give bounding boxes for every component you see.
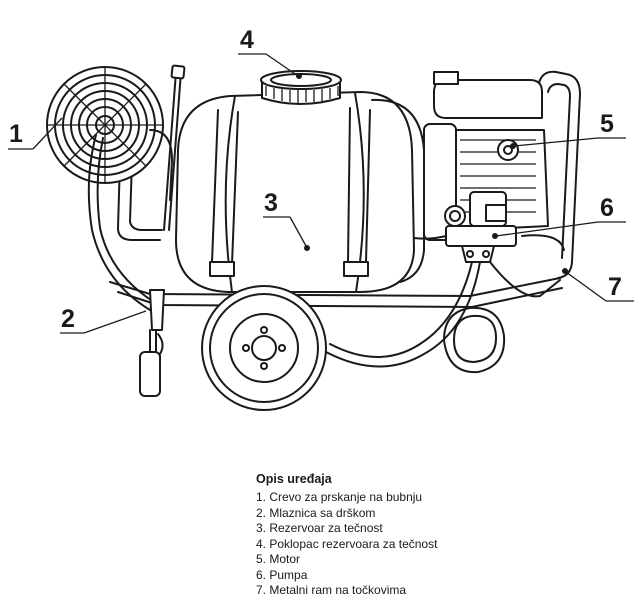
callout-3-number: 3 [264,189,278,217]
callout-7: 7 [562,268,634,302]
liquid-tank [175,91,425,293]
callout-1: 1 [8,117,63,150]
legend-item: 3. Rezervoar za tečnost [256,521,383,535]
legend-item: 2. Mlaznica sa drškom [256,505,376,520]
spray-nozzle [139,64,186,397]
tank-cap [260,70,342,105]
callout-5: 5 [510,110,626,149]
hose-drum [46,66,173,201]
legend-item: 7. Metalni ram na točkovima [256,583,407,597]
callout-6-number: 6 [600,194,614,222]
metal-frame [109,70,581,308]
legend-item: 5. Motor [256,552,301,566]
callout-3: 3 [263,189,310,251]
callout-2: 2 [60,305,147,334]
callout-1-number: 1 [9,120,23,148]
legend-list: 1. Crevo za prskanje na bubnju 2. Mlazni… [256,490,556,599]
callout-5-number: 5 [600,110,614,138]
callout-4-number: 4 [240,26,254,54]
callout-6: 6 [492,194,626,239]
callout-4: 4 [238,26,302,79]
rear-wheel [443,306,506,374]
front-wheel [201,285,327,411]
legend-title: Opis uređaja [256,472,332,486]
legend-item: 4. Poklopac rezervoara za tečnost [256,536,438,551]
hose-lines [87,134,565,368]
callout-2-number: 2 [61,305,75,333]
engine [423,71,549,241]
legend-item: 1. Crevo za prskanje na bubnju [256,490,423,504]
callout-7-number: 7 [608,273,622,301]
legend-item: 6. Pumpa [256,567,308,582]
legend: Opis uređaja 1. Crevo za prskanje na bub… [256,472,556,599]
